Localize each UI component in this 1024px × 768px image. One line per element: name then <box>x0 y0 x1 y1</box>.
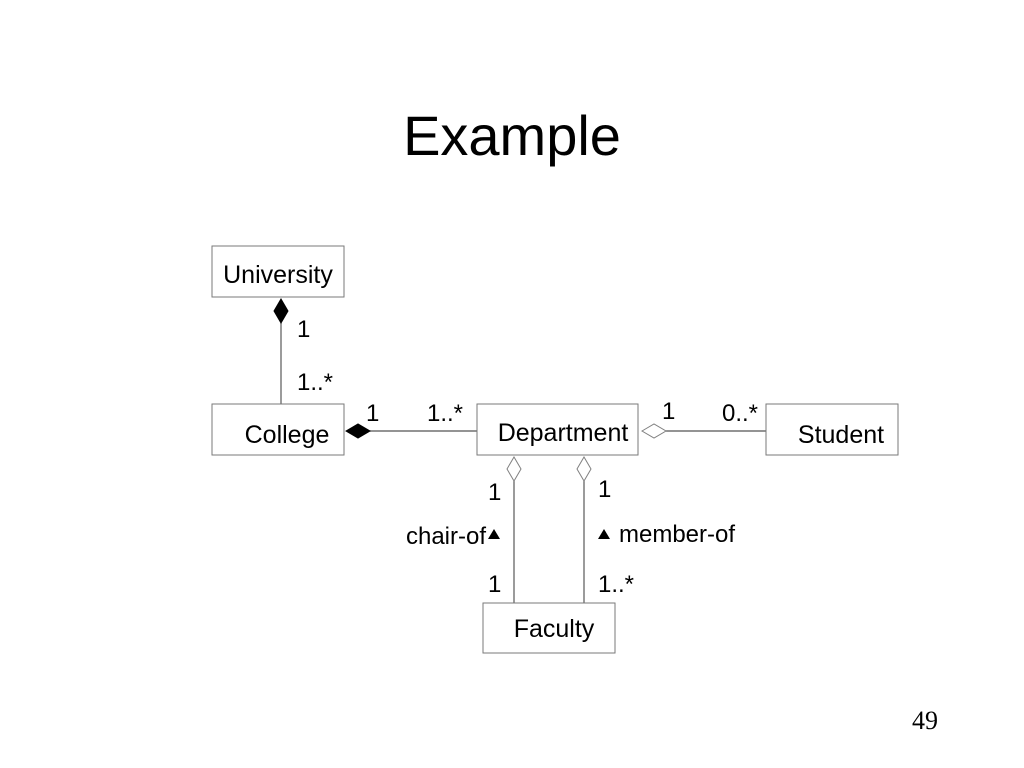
aggregation-diamond-icon <box>576 456 592 482</box>
multiplicity-college-end: 1..* <box>297 369 333 396</box>
class-faculty-label: Faculty <box>514 615 595 643</box>
class-university-label: University <box>223 261 333 289</box>
multiplicity-dept-student-student-end: 0..* <box>722 400 758 427</box>
multiplicity-college-dept-department-end: 1..* <box>427 400 463 427</box>
direction-triangle-icon <box>488 529 500 539</box>
page-number: 49 <box>912 706 938 735</box>
class-department-label: Department <box>498 419 629 447</box>
aggregation-diamond-icon <box>641 423 667 439</box>
class-university[interactable]: University <box>211 245 345 298</box>
role-chair-of: chair-of <box>406 523 486 550</box>
role-member-of: member-of <box>619 521 735 548</box>
composition-diamond-icon <box>345 423 371 439</box>
multiplicity-dept-student-department-end: 1 <box>662 398 675 425</box>
composition-diamond-icon <box>273 298 289 324</box>
class-college[interactable]: College <box>211 403 345 456</box>
multiplicity-member-of-faculty-end: 1..* <box>598 571 634 598</box>
aggregation-diamond-icon <box>506 456 522 482</box>
class-college-label: College <box>245 421 330 449</box>
class-faculty[interactable]: Faculty <box>482 602 616 654</box>
multiplicity-member-of-department-end: 1 <box>598 476 611 503</box>
class-student-label: Student <box>798 421 884 449</box>
class-student[interactable]: Student <box>765 403 899 456</box>
direction-triangle-icon <box>598 529 610 539</box>
multiplicity-chair-of-department-end: 1 <box>488 479 501 506</box>
multiplicity-university-end: 1 <box>297 316 310 343</box>
slide-title: Example <box>403 104 621 167</box>
class-department[interactable]: Department <box>476 403 639 456</box>
multiplicity-college-dept-college-end: 1 <box>366 400 379 427</box>
multiplicity-chair-of-faculty-end: 1 <box>488 571 501 598</box>
